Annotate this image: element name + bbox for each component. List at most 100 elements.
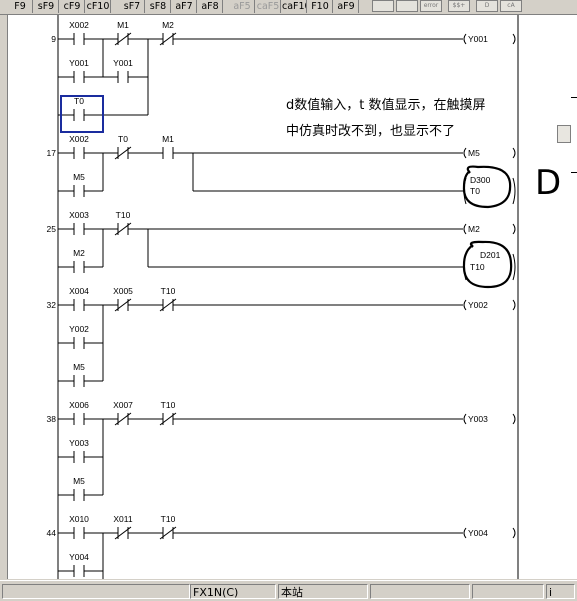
svg-text:T10: T10	[116, 210, 131, 220]
device-icon[interactable]: D	[476, 0, 498, 12]
coil-m2[interactable]: M2	[463, 223, 516, 235]
contact-nc-t10[interactable]: T10	[159, 514, 177, 540]
contact-nc-t0[interactable]: T0	[114, 134, 132, 160]
svg-text:X007: X007	[113, 400, 133, 410]
rung-9[interactable]: 9 X002 M1 M2 Y001	[51, 20, 516, 133]
svg-text:M2: M2	[468, 224, 480, 234]
fkey-af8-button[interactable]: aF8	[198, 0, 223, 13]
contact-nc-x007[interactable]: X007	[113, 400, 133, 426]
step-number: 25	[47, 224, 57, 234]
contact-no-m5[interactable]: M5	[73, 172, 85, 197]
coil-m5[interactable]: M5	[463, 147, 516, 159]
svg-text:X002: X002	[69, 134, 89, 144]
svg-text:M5: M5	[73, 172, 85, 182]
svg-text:X010: X010	[69, 514, 89, 524]
timer-value: D201	[480, 250, 501, 260]
ladder-cursor	[60, 95, 104, 133]
contact-no-y001-a[interactable]: Y001	[69, 58, 89, 83]
contact-no-x004[interactable]: X004	[69, 286, 89, 311]
contact-nc-t10[interactable]: T10	[159, 286, 177, 312]
error-icon[interactable]: error	[420, 0, 442, 12]
svg-text:X011: X011	[113, 514, 132, 524]
contact-nc-x011[interactable]: X011	[113, 514, 133, 540]
contact-nc-t10[interactable]: T10	[114, 210, 132, 236]
fkey-caf10-button[interactable]: caF10	[282, 0, 307, 13]
fkey-sf8-button[interactable]: sF8	[146, 0, 171, 13]
rung-44[interactable]: 44 X010 X011 T10 Y004 Y004	[47, 514, 516, 579]
annotation-line-2: 中仿真时改不到，也显示不了	[286, 124, 456, 139]
function-key-toolbar: F9 sF9 cF9 cF10 sF7 sF8 aF7 aF8 aF5 caF5…	[0, 0, 577, 15]
fkey-f9-button[interactable]: F9	[8, 0, 33, 13]
status-panel-blank	[2, 584, 190, 599]
ladder-icon[interactable]: cA	[500, 0, 522, 12]
contact-no-x010[interactable]: X010	[69, 514, 89, 539]
svg-text:T10: T10	[161, 400, 176, 410]
handwritten-circle	[462, 165, 512, 209]
fkey-cf9-button[interactable]: cF9	[60, 0, 85, 13]
scrollbar-thumb[interactable]	[557, 125, 571, 143]
contact-no-m5[interactable]: M5	[73, 362, 85, 387]
coil-y003[interactable]: Y003	[463, 413, 516, 425]
coil-y001[interactable]: Y001	[463, 33, 516, 45]
fkey-af9-button[interactable]: aF9	[334, 0, 359, 13]
contact-no-y003[interactable]: Y003	[69, 438, 89, 463]
contact-no-y004[interactable]: Y004	[69, 552, 89, 577]
status-plc-model: FX1N(C)	[190, 584, 276, 599]
contact-no-m2[interactable]: M2	[73, 248, 85, 273]
contact-no-x002[interactable]: X002	[69, 20, 89, 45]
contact-no-y001-b[interactable]: Y001	[113, 58, 133, 83]
svg-text:X006: X006	[69, 400, 89, 410]
svg-text:Y002: Y002	[69, 324, 89, 334]
contact-nc-x005[interactable]: X005	[113, 286, 133, 312]
status-panel-blank	[472, 584, 544, 599]
fkey-caf5-button[interactable]: caF5	[256, 0, 281, 13]
step-number: 38	[47, 414, 57, 424]
svg-text:M2: M2	[162, 20, 174, 30]
fkey-sf7-button[interactable]: sF7	[120, 0, 145, 13]
svg-text:Y001: Y001	[69, 58, 89, 68]
rung-32[interactable]: 32 X004 X005 T10 Y002 Y002	[47, 286, 516, 387]
contact-no-x003[interactable]: X003	[69, 210, 89, 235]
monitor-icon[interactable]	[372, 0, 394, 12]
contact-nc-t10[interactable]: T10	[159, 400, 177, 426]
window-icon[interactable]	[396, 0, 418, 12]
svg-text:M1: M1	[162, 134, 174, 144]
fkey-sf9-button[interactable]: sF9	[34, 0, 59, 13]
rung-25[interactable]: 25 X003 T10 M2 M2 D201 T10	[47, 210, 516, 289]
svg-text:X005: X005	[113, 286, 133, 296]
fkey-f10-button[interactable]: F10	[308, 0, 333, 13]
contact-no-m1[interactable]: M1	[162, 134, 174, 159]
svg-text:M2: M2	[73, 248, 85, 258]
contact-nc-m1[interactable]: M1	[114, 20, 132, 46]
fkey-af5-button[interactable]: aF5	[230, 0, 255, 13]
rung-17[interactable]: 17 X002 T0 M1 M5 M5	[47, 134, 516, 209]
svg-text:T0: T0	[74, 96, 84, 106]
rung-38[interactable]: 38 X006 X007 T10 Y003 Y003	[47, 400, 516, 501]
vertical-scrollbar[interactable]: D	[521, 15, 577, 579]
status-panel-blank	[370, 584, 470, 599]
timer-value: D300	[470, 175, 491, 185]
status-extra: i	[546, 584, 575, 599]
contact-no-x006[interactable]: X006	[69, 400, 89, 425]
ladder-diagram-area[interactable]: 9 X002 M1 M2 Y001	[7, 15, 522, 579]
svg-text:T0: T0	[118, 134, 128, 144]
fkey-cf10-button[interactable]: cF10	[86, 0, 111, 13]
svg-text:X004: X004	[69, 286, 89, 296]
contact-nc-m2[interactable]: M2	[159, 20, 177, 46]
fkey-af7-button[interactable]: aF7	[172, 0, 197, 13]
contact-no-t0[interactable]: T0	[73, 96, 85, 121]
svg-text:Y004: Y004	[468, 528, 488, 538]
svg-text:Y001: Y001	[468, 34, 488, 44]
coil-y002[interactable]: Y002	[463, 299, 516, 311]
step-number: 32	[47, 300, 57, 310]
contact-no-x002[interactable]: X002	[69, 134, 89, 159]
scroll-tick-mark	[571, 172, 577, 173]
coil-y004[interactable]: Y004	[463, 527, 516, 539]
status-station: 本站	[278, 584, 368, 599]
svg-text:Y001: Y001	[113, 58, 133, 68]
timer-t0[interactable]: D300 T0	[463, 175, 516, 205]
contact-no-m5[interactable]: M5	[73, 476, 85, 501]
timer-t10[interactable]: D201 T10	[463, 250, 516, 281]
entry-icon[interactable]: $$+	[448, 0, 470, 12]
contact-no-y002[interactable]: Y002	[69, 324, 89, 349]
